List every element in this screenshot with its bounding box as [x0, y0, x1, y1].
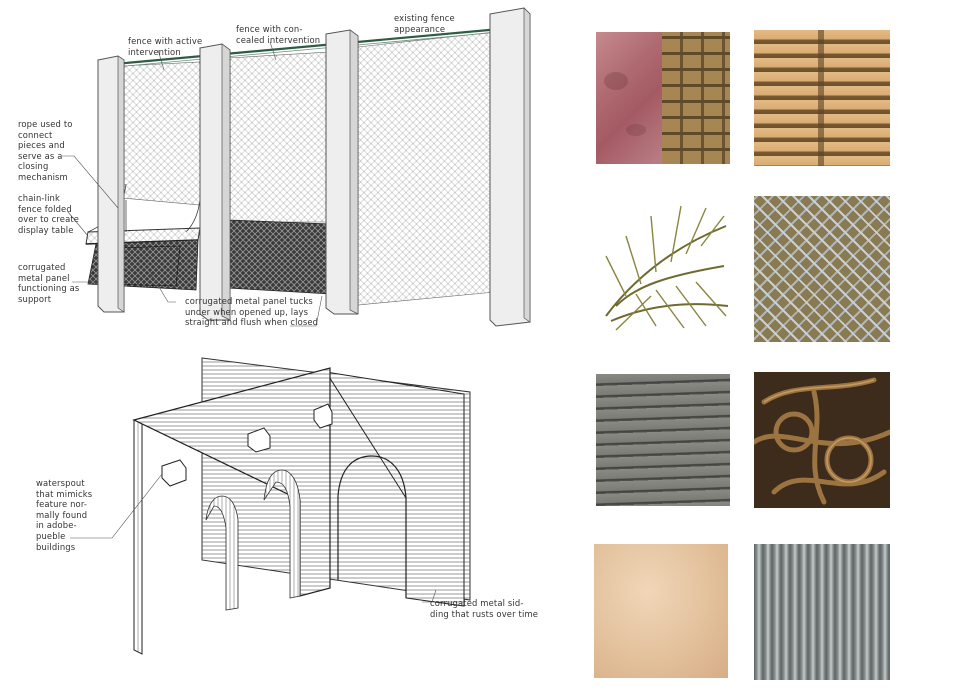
label-panel-tucks: corrugated metal panel tucks under when …	[185, 296, 319, 328]
leader-lines-wall	[70, 473, 437, 603]
label-waterspout: waterspout that mimicks feature nor- mal…	[36, 478, 93, 552]
label-chain-link: chain-link fence folded over to create d…	[18, 193, 80, 235]
label-active-intervention: fence with active intervention	[128, 36, 203, 57]
swatch-adobe	[596, 32, 730, 164]
swatch-chain-link	[754, 196, 890, 342]
swatch-sand	[594, 544, 728, 678]
leader-lines-fence	[62, 41, 323, 327]
fence-post-3	[325, 29, 359, 315]
waterspout-1	[161, 459, 187, 487]
swatch-corrugated-metal	[754, 544, 890, 680]
fence-post-1	[97, 55, 125, 313]
label-siding: corrugated metal sid- ding that rusts ov…	[430, 598, 539, 619]
palm-frond-icon	[605, 205, 729, 331]
fence-post-4	[489, 7, 531, 327]
fence-top-rail	[114, 27, 501, 68]
arch-openings	[205, 469, 301, 611]
fence-post-2	[199, 43, 231, 321]
swatch-weathered-wood	[596, 374, 730, 506]
rope-coil-icon	[754, 377, 890, 505]
label-existing-fence: existing fence appearance	[394, 13, 455, 34]
label-concealed-intervention: fence with con- cealed intervention	[236, 24, 321, 45]
waterspout-2	[247, 427, 271, 453]
label-rope: rope used to connect pieces and serve as…	[18, 119, 73, 182]
right-wall	[324, 371, 465, 607]
label-corrugated-support: corrugated metal panel functioning as su…	[18, 262, 80, 304]
waterspout-3	[313, 403, 333, 429]
swatch-rope	[754, 372, 890, 508]
swatch-palm	[596, 196, 730, 334]
swatch-wood-pallet	[754, 30, 890, 166]
